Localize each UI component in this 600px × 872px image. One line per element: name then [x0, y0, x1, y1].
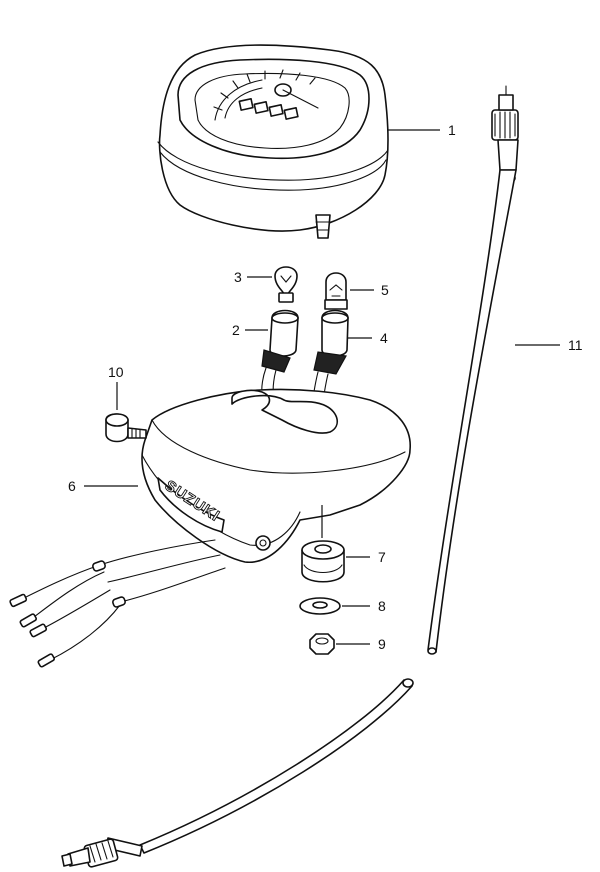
- leader-lines: [84, 129, 560, 645]
- callout-4: 4: [380, 330, 388, 346]
- callout-11: 11: [568, 337, 583, 353]
- speedometer-cable: [61, 85, 519, 868]
- nut: [309, 633, 335, 655]
- callout-3: 3: [234, 269, 242, 285]
- meter-housing: SUZUKI: [141, 388, 411, 563]
- callout-10: 10: [108, 364, 124, 380]
- callout-1: 1: [448, 122, 456, 138]
- bulb-socket-left: [261, 309, 299, 373]
- bulb-small: [274, 266, 298, 303]
- bulb-socket-right: [313, 309, 349, 375]
- callout-6: 6: [68, 478, 76, 494]
- callout-5: 5: [381, 282, 389, 298]
- bulb-wedge: [324, 272, 348, 310]
- callout-labels: 1 2 3 4 5 6 7 8 9 10 11: [68, 122, 583, 652]
- screw: [105, 413, 147, 443]
- washer: [299, 597, 341, 615]
- speedometer-assembly: [157, 44, 389, 239]
- callout-9: 9: [378, 636, 386, 652]
- wire-harness: [9, 539, 226, 668]
- callout-8: 8: [378, 598, 386, 614]
- callout-7: 7: [378, 549, 386, 565]
- cushion: [301, 540, 345, 583]
- callout-2: 2: [232, 322, 240, 338]
